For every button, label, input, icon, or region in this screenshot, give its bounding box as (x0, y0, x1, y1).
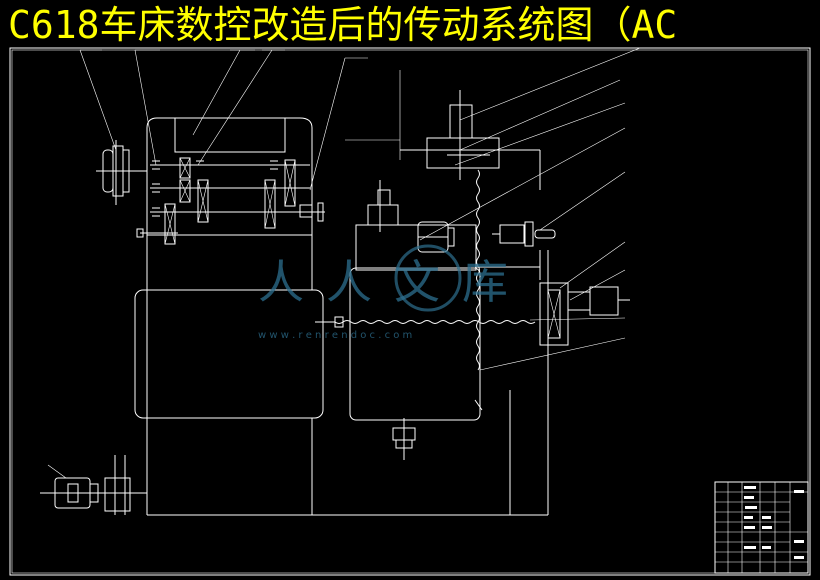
cross-stepper (426, 90, 500, 180)
leader-lines (79, 49, 368, 191)
gear-shafts (136, 157, 325, 245)
bottom-valve (392, 399, 483, 460)
vertical-screw (476, 169, 480, 371)
longitudinal-screw (334, 320, 536, 324)
watermark-url: w w w . r e n r e n d o c . c o m (258, 330, 412, 341)
title-block (714, 481, 809, 574)
carriage (349, 180, 541, 421)
headstock-box (146, 117, 313, 515)
right-leaders (345, 47, 641, 371)
watermark-logo: 人人文库 (258, 255, 530, 309)
drawing-frame (9, 47, 811, 576)
belt-pulley (96, 140, 147, 205)
tailstock (492, 221, 556, 247)
drawing-title: C618车床数控改造后的传动系统图（AC (8, 3, 678, 47)
watermark: 人人文库 w w w . r e n r e n d o c . c o m (258, 244, 530, 341)
longitudinal-stepper (539, 282, 630, 346)
main-motor (40, 455, 147, 515)
